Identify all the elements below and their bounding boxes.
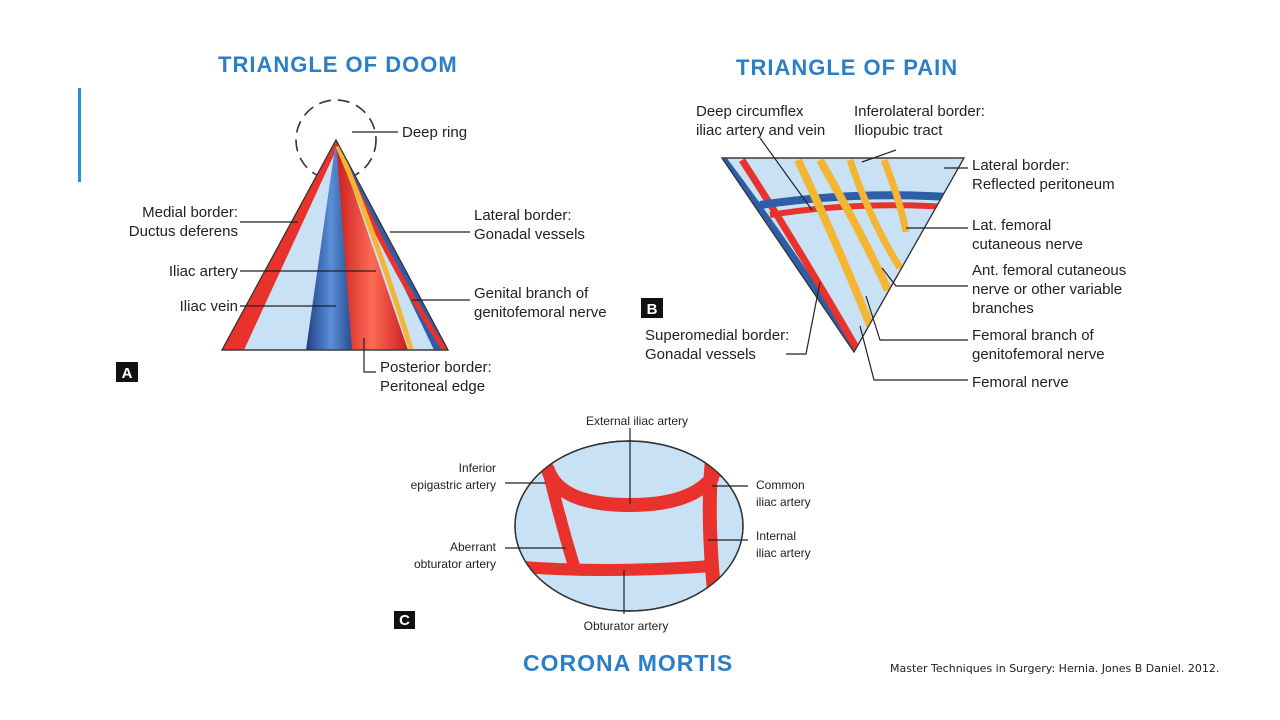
aberrant-obturator-artery [542, 464, 580, 572]
label-medial-border: Medial border: [142, 204, 238, 221]
inferior-epigastric-artery [534, 441, 554, 476]
obturator-artery [515, 560, 718, 576]
gonadal-artery-b [739, 158, 864, 352]
panel-c-letter: C [399, 612, 410, 629]
label-iliac-vein: Iliac vein [180, 298, 238, 315]
label-inferolateral-border: Inferolateral border: [854, 103, 985, 120]
accent-bar [78, 88, 81, 182]
label-posterior-border: Posterior border: [380, 359, 492, 376]
label-internal: Internal [756, 529, 796, 543]
panel-b-triangle-of-pain: Deep circumflex iliac artery and vein In… [641, 103, 1126, 391]
femoral-branch-nerve-b [816, 158, 892, 292]
label-lateral-border: Lateral border: [474, 207, 572, 224]
panel-a-letter: A [122, 365, 133, 382]
label-reflected-peritoneum: Reflected peritoneum [972, 176, 1115, 193]
label-deep-ring: Deep ring [402, 124, 467, 141]
label-genitofemoral-nerve-b: genitofemoral nerve [972, 346, 1105, 363]
label-external-iliac: External iliac artery [586, 414, 688, 428]
label-epigastric-artery: epigastric artery [411, 478, 496, 492]
label-femoral-nerve: Femoral nerve [972, 374, 1069, 391]
external-iliac-artery [541, 463, 719, 513]
genitofemoral-nerve [335, 145, 415, 350]
label-aberrant: Aberrant [450, 540, 497, 554]
label-superomedial-border: Superomedial border: [645, 327, 789, 344]
label-aberrant-obturator: obturator artery [414, 557, 496, 571]
label-obturator-artery: Obturator artery [584, 619, 669, 633]
label-genital-branch: Genital branch of [474, 285, 589, 302]
label-deep-circumflex: Deep circumflex [696, 103, 804, 120]
label-lat-femoral: Lat. femoral [972, 217, 1051, 234]
label-inferior: Inferior [459, 461, 496, 475]
label-nerve-variable: nerve or other variable [972, 281, 1122, 298]
panel-c-badge [394, 611, 415, 629]
iliac-artery-vessel [336, 140, 408, 350]
label-peritoneal-edge: Peritoneal edge [380, 378, 485, 395]
label-common-iliac-artery: iliac artery [756, 495, 811, 509]
common-internal-iliac-artery [702, 453, 723, 611]
label-genitofemoral-nerve: genitofemoral nerve [474, 304, 607, 321]
label-gonadal-vessels: Gonadal vessels [474, 226, 585, 243]
label-femoral-branch: Femoral branch of [972, 327, 1095, 344]
panel-b-letter: B [647, 301, 658, 318]
title-triangle-of-pain: TRIANGLE OF PAIN [736, 55, 959, 80]
label-iliopubic-tract: Iliopubic tract [854, 122, 943, 139]
label-cutaneous-nerve: cutaneous nerve [972, 236, 1083, 253]
label-internal-iliac-artery: iliac artery [756, 546, 811, 560]
label-iliac-artery: Iliac artery [169, 263, 239, 280]
label-lateral-border-b: Lateral border: [972, 157, 1070, 174]
citation: Master Techniques in Surgery: Hernia. Jo… [890, 662, 1220, 675]
label-iliac-artery-and-vein: iliac artery and vein [696, 122, 825, 139]
label-ant-femoral-cutaneous: Ant. femoral cutaneous [972, 262, 1126, 279]
lat-femoral-nerve-b [880, 158, 910, 233]
ant-femoral-nerve-b [846, 158, 903, 270]
title-triangle-of-doom: TRIANGLE OF DOOM [218, 52, 458, 77]
panel-b-badge [641, 298, 663, 318]
label-ductus-deferens: Ductus deferens [129, 223, 238, 240]
panel-a-triangle-of-doom: Deep ring Medial border: Ductus deferens… [116, 99, 607, 395]
label-gonadal-vessels-b: Gonadal vessels [645, 346, 756, 363]
femoral-nerve-b [794, 158, 876, 332]
label-common: Common [756, 478, 805, 492]
title-corona-mortis: CORONA MORTIS [523, 650, 734, 676]
panel-a-badge [116, 362, 138, 382]
label-branches: branches [972, 300, 1034, 317]
iliac-vein-vessel [306, 140, 356, 350]
panel-c-corona-mortis: External iliac artery Inferior epigastri… [394, 414, 811, 633]
